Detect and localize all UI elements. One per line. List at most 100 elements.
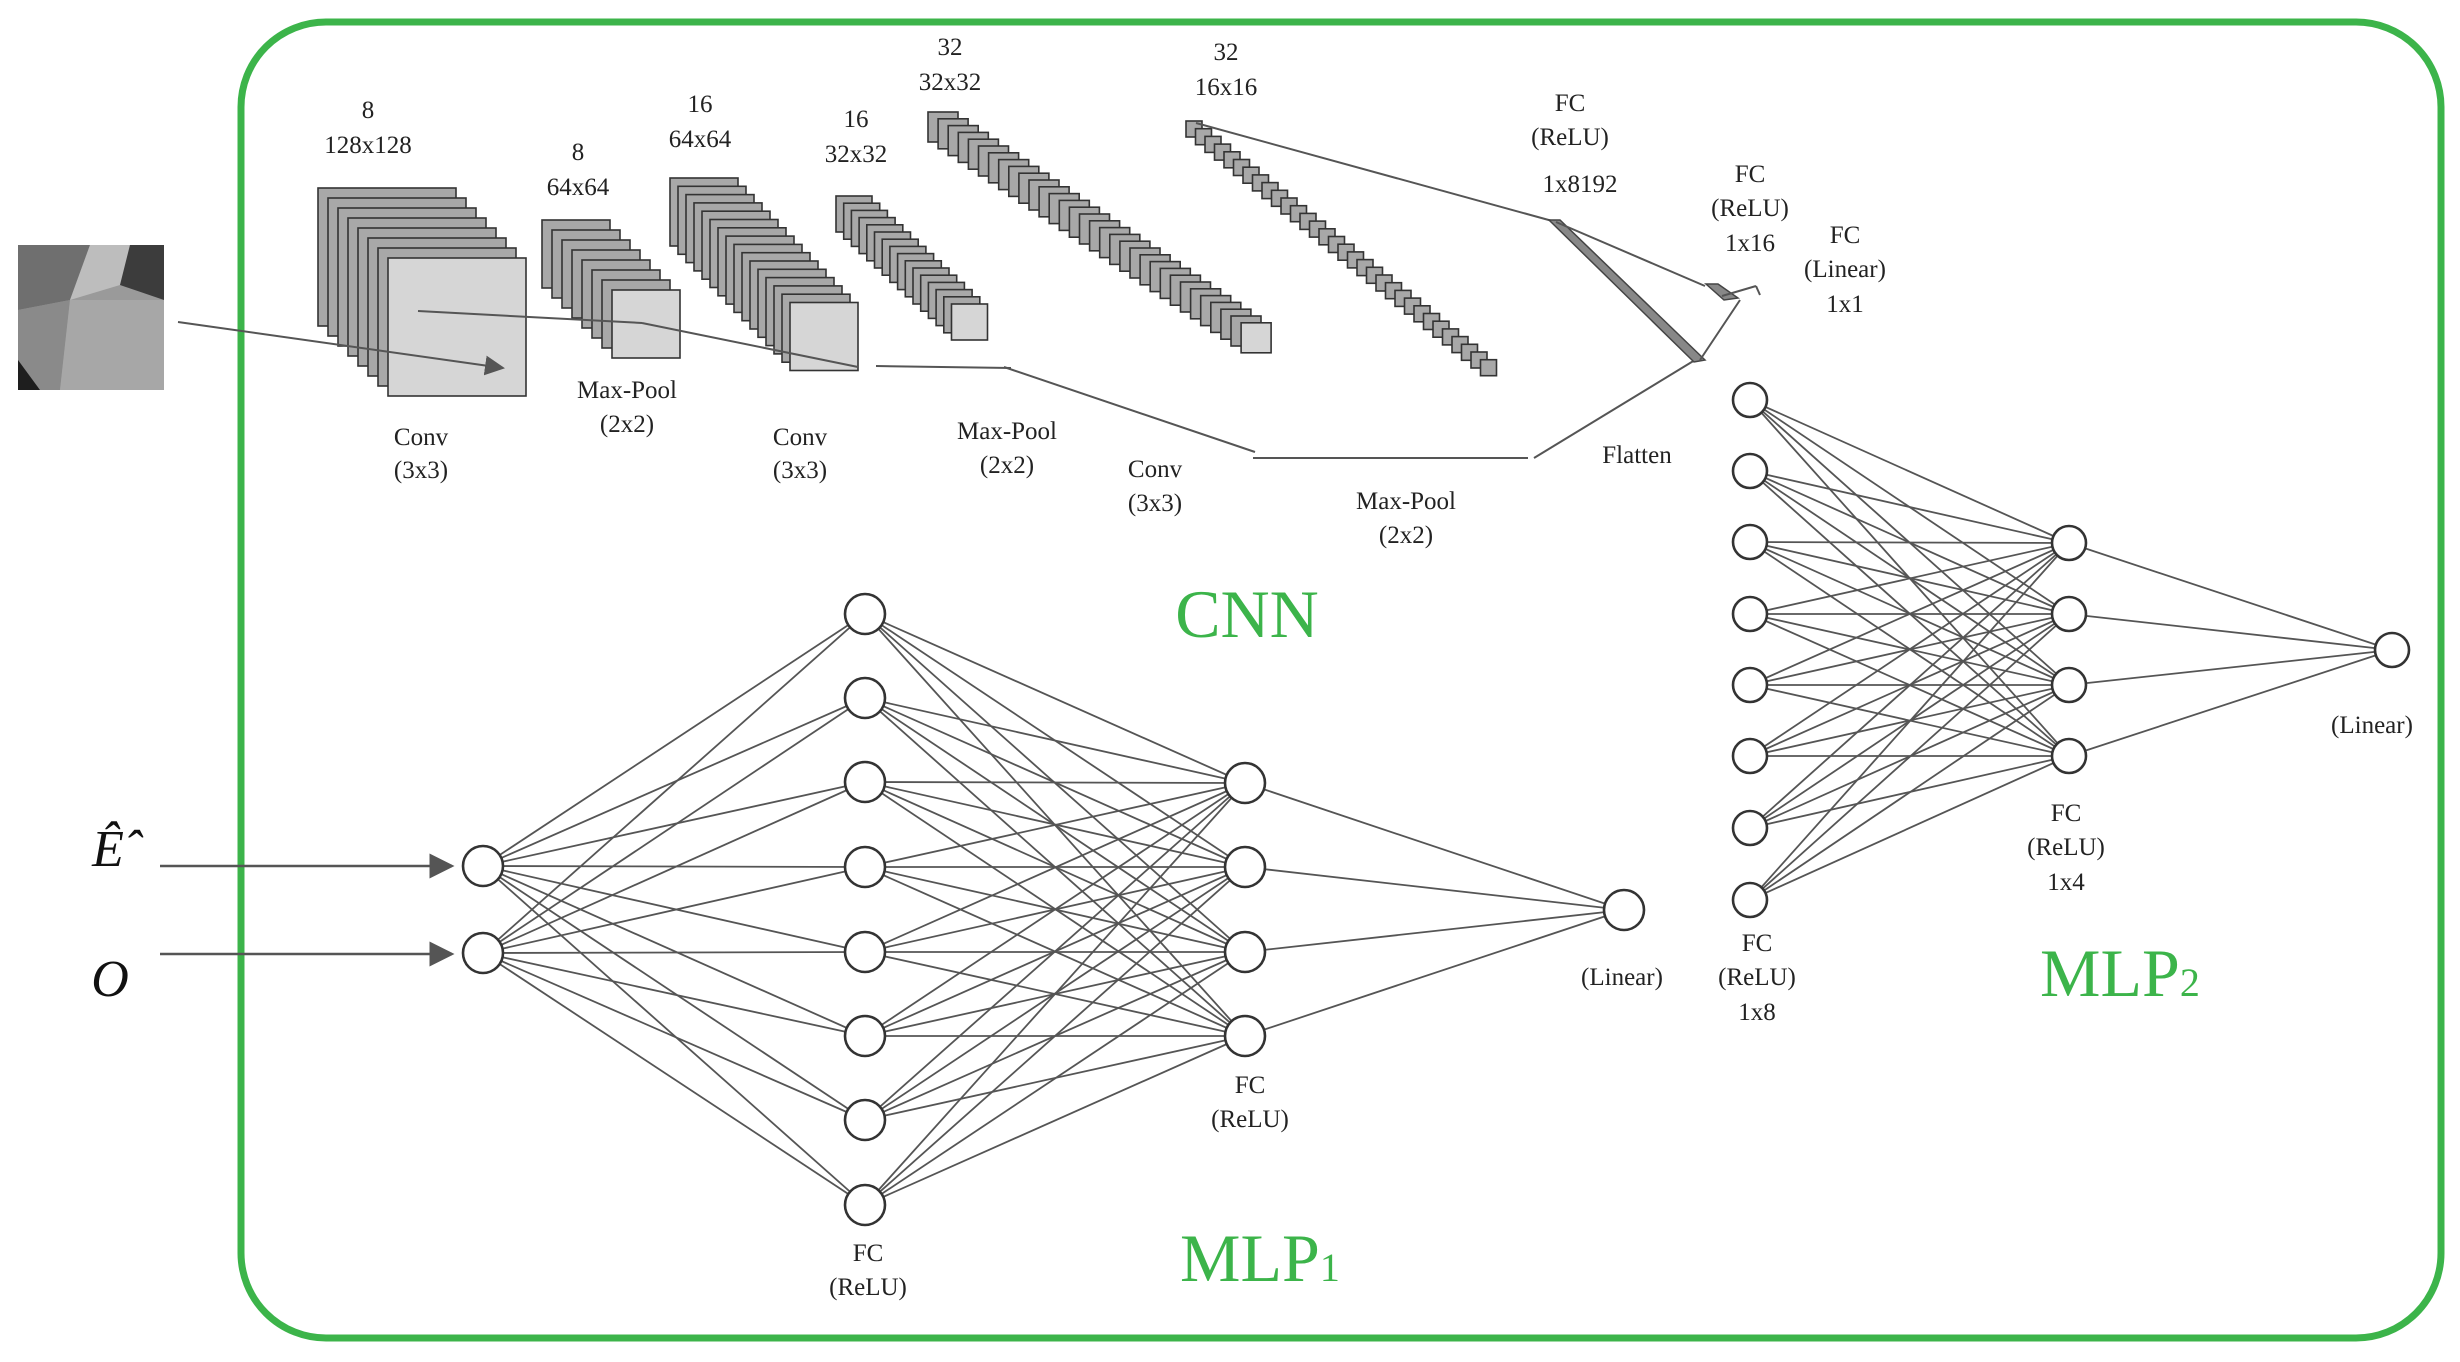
layer4-channels: 16 xyxy=(844,106,869,133)
mlp2-edge-1-8-1 xyxy=(1749,542,2070,901)
mlp2-edge-1-2-1 xyxy=(1749,470,2070,544)
mlp2-hidden1-size: 1x8 xyxy=(1738,999,1776,1026)
op5-kernel: (3x3) xyxy=(1128,490,1182,517)
layer6-size: 16x16 xyxy=(1195,74,1258,101)
mlp2-neuron-2-1 xyxy=(2050,524,2088,562)
mlp2-title: MLP2 xyxy=(2040,935,2200,1011)
fc2-activation: (ReLU) xyxy=(1711,195,1789,222)
mlp2-edge-2-1-1 xyxy=(2068,542,2393,651)
mlp2-output-label: (Linear) xyxy=(2331,712,2413,739)
proj-4 xyxy=(1003,366,1256,453)
mlp1-edge-2-7-1 xyxy=(864,782,1246,1121)
mlp1-neuron-3-2 xyxy=(1223,845,1267,889)
outer-frame xyxy=(237,18,2445,1342)
op2-name: Max-Pool xyxy=(577,377,677,404)
fc3-link xyxy=(1721,285,1757,297)
mlp1-edge-3-4-1 xyxy=(1244,909,1625,1037)
op2-kernel: (2x2) xyxy=(600,411,654,438)
layer2-channels: 8 xyxy=(572,139,585,166)
mlp1-edge-1-1-3 xyxy=(482,781,866,867)
feature-map-6-32 xyxy=(1479,358,1498,377)
feature-map-5-32 xyxy=(1240,321,1272,354)
proj-3 xyxy=(875,365,1012,369)
mlp1-edge-3-3-1 xyxy=(1244,909,1625,953)
fc2-size: 1x16 xyxy=(1725,230,1775,257)
mlp2-edge-1-8-3 xyxy=(1749,684,2070,901)
fc2-name: FC xyxy=(1735,161,1766,188)
mlp2-neuron-1-4 xyxy=(1731,595,1769,633)
mlp1-hidden1-name: FC xyxy=(853,1240,884,1267)
mlp2-neuron-1-5 xyxy=(1731,666,1769,704)
mlp2-neuron-1-3 xyxy=(1731,523,1769,561)
mlp1-edge-1-2-8 xyxy=(482,952,866,1206)
mlp1-neuron-2-1 xyxy=(843,592,887,636)
layer1-channels: 8 xyxy=(362,97,375,124)
mlp1-neuron-1-1 xyxy=(461,844,505,888)
mlp1-edge-1-1-7 xyxy=(482,865,866,1121)
mlp1-edge-2-8-4 xyxy=(864,1035,1246,1206)
mlp1-hidden1-activation: (ReLU) xyxy=(829,1274,907,1301)
mlp1-neuron-2-3 xyxy=(843,760,887,804)
op3-name: Conv xyxy=(773,424,828,451)
mlp2-edge-2-3-1 xyxy=(2068,649,2393,686)
mlp1-edge-3-1-1 xyxy=(1244,782,1625,911)
input-symbol-e: Ê̂ xyxy=(91,820,144,878)
feature-map-4-16 xyxy=(950,303,989,341)
mlp2-edge-1-8-2 xyxy=(1749,613,2070,901)
mlp2-neuron-2-2 xyxy=(2050,595,2088,633)
mlp1-edge-2-2-1 xyxy=(864,697,1246,784)
fc1-activation: (ReLU) xyxy=(1531,124,1609,151)
mlp2-hidden2-activation: (ReLU) xyxy=(2027,834,2105,861)
mlp1-edge-2-5-1 xyxy=(864,782,1246,953)
op6-name: Max-Pool xyxy=(1356,488,1456,515)
mlp1-edge-1-1-4 xyxy=(482,865,866,868)
mlp1-title: MLP1 xyxy=(1180,1220,1340,1296)
fc1-size: 1x8192 xyxy=(1543,171,1618,198)
op3-kernel: (3x3) xyxy=(773,457,827,484)
cnn-block: 8 128x128 8 64x64 16 64x64 16 32x32 32 3… xyxy=(177,34,1886,652)
fc2-bottom xyxy=(1699,299,1741,361)
op4-name: Max-Pool xyxy=(957,418,1057,445)
flatten-label: Flatten xyxy=(1602,442,1672,469)
mlp1-edge-2-6-1 xyxy=(864,782,1246,1037)
mlp2-hidden2-size: 1x4 xyxy=(2047,869,2085,896)
mlp2-edge-2-4-1 xyxy=(2068,649,2393,757)
op6-kernel: (2x2) xyxy=(1379,522,1433,549)
mlp1-neuron-3-3 xyxy=(1223,930,1267,974)
mlp1-neuron-3-1 xyxy=(1223,761,1267,805)
mlp2-connections xyxy=(1749,399,2393,901)
mlp1-hidden2-name: FC xyxy=(1235,1072,1266,1099)
mlp1-edge-3-2-1 xyxy=(1244,866,1625,911)
input-symbol-o: O xyxy=(91,951,129,1008)
op5-name: Conv xyxy=(1128,456,1183,483)
fc3-activation: (Linear) xyxy=(1804,256,1886,283)
mlp2-edge-1-7-1 xyxy=(1749,542,2070,829)
fc1-layer-bar xyxy=(1547,219,1707,363)
mlp1-connections xyxy=(482,613,1625,1206)
proj-2 xyxy=(641,322,859,368)
fc1-top xyxy=(1195,122,1557,223)
layer6-channels: 32 xyxy=(1214,39,1239,66)
mlp1-block: Ê̂ O FC (ReLU) FC (ReLU) (Linear) MLP1 xyxy=(91,592,1663,1301)
input-image xyxy=(18,245,164,390)
mlp2-edge-2-2-1 xyxy=(2068,613,2393,651)
mlp2-edge-1-4-1 xyxy=(1749,542,2070,615)
layer5-size: 32x32 xyxy=(919,69,982,96)
op1-kernel: (3x3) xyxy=(394,457,448,484)
layer4-size: 32x32 xyxy=(825,141,888,168)
mlp1-edge-1-2-7 xyxy=(482,952,866,1121)
mlp1-output-label: (Linear) xyxy=(1581,964,1663,991)
mlp2-edge-1-6-1 xyxy=(1749,542,2070,757)
mlp1-edge-1-2-4 xyxy=(482,866,866,954)
mlp1-neuron-2-6 xyxy=(843,1014,887,1058)
mlp2-neuron-1-2 xyxy=(1731,452,1769,490)
mlp2-edge-1-8-4 xyxy=(1749,755,2070,901)
mlp1-edge-2-1-1 xyxy=(864,613,1246,784)
mlp2-block: FC (ReLU) 1x8 FC (ReLU) 1x4 (Linear) MLP… xyxy=(1718,381,2413,1026)
proj-1 xyxy=(417,310,643,324)
mlp1-edge-2-8-3 xyxy=(864,951,1246,1206)
layer3-size: 64x64 xyxy=(669,126,732,153)
mlp2-neuron-2-3 xyxy=(2050,666,2088,704)
flatten-line xyxy=(1533,359,1696,459)
layer5-channels: 32 xyxy=(938,34,963,61)
